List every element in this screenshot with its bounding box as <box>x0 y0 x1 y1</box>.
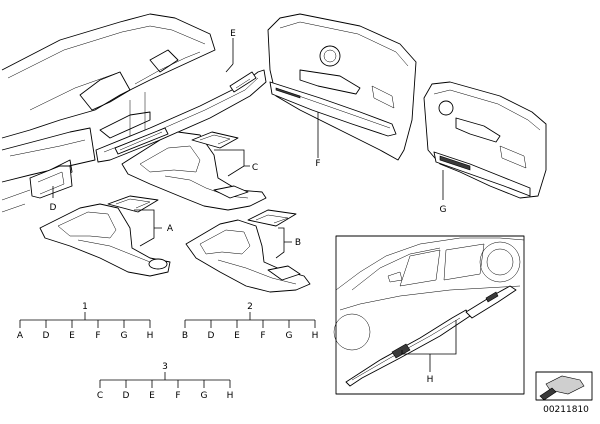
trim-c-console <box>121 131 267 211</box>
kit-composition-trees: 1A D E F G H 2B D E F G H 3C D E F G H <box>17 302 318 401</box>
label-c: C <box>252 163 258 173</box>
kit-letter-e: E <box>234 331 240 341</box>
kit-letter-g: G <box>201 391 208 401</box>
kit-letter-d: D <box>123 391 130 401</box>
trim-c-lid <box>191 131 239 149</box>
kit-letter-g: G <box>121 331 128 341</box>
kit-letter-b: B <box>182 331 188 341</box>
diagram-id: 00211810 <box>543 405 589 415</box>
kit-letter-e: E <box>69 331 75 341</box>
label-h: H <box>427 375 434 385</box>
trim-e <box>95 69 267 163</box>
label-b: B <box>295 238 301 248</box>
kit-letter-d: D <box>43 331 50 341</box>
kit-letter-d: D <box>208 331 215 341</box>
front-door-panel <box>267 13 417 161</box>
dashboard-drawing <box>1 13 216 213</box>
arrow-icon <box>539 387 557 401</box>
kit-number: 3 <box>162 362 168 372</box>
diagram-id-badge: 00211810 <box>535 371 593 415</box>
trim-b-console <box>185 219 311 293</box>
label-g: G <box>440 205 447 215</box>
label-f: F <box>315 159 320 169</box>
part-labels: E F D C A B G H <box>50 29 447 385</box>
trim-a-lid <box>107 195 159 213</box>
kit-number: 1 <box>82 302 88 312</box>
kit-letter-c: C <box>97 391 103 401</box>
trim-a-console <box>39 203 171 277</box>
label-a: A <box>167 224 174 234</box>
kit-tree-3: 3C D E F G H <box>97 362 234 401</box>
kit-letter-e: E <box>149 391 155 401</box>
kit-letter-f: F <box>175 391 180 401</box>
kit-letter-a: A <box>17 331 24 341</box>
kit-number: 2 <box>247 302 253 312</box>
kit-letter-f: F <box>95 331 100 341</box>
kit-letter-h: H <box>227 391 234 401</box>
trim-b-lid <box>247 209 297 227</box>
kit-tree-1: 1A D E F G H <box>17 302 153 341</box>
kit-letter-h: H <box>312 331 319 341</box>
label-e: E <box>230 29 236 39</box>
trim-d <box>29 165 73 199</box>
kit-letter-g: G <box>286 331 293 341</box>
kit-tree-2: 2B D E F G H <box>182 302 318 341</box>
badge-frame <box>535 371 593 401</box>
kit-letter-f: F <box>260 331 265 341</box>
inset-frame <box>335 235 525 395</box>
label-d: D <box>50 203 57 213</box>
kit-letter-h: H <box>147 331 154 341</box>
rear-door-panel <box>423 81 547 199</box>
car-side-inset <box>333 235 525 395</box>
leader-lines <box>52 38 457 372</box>
